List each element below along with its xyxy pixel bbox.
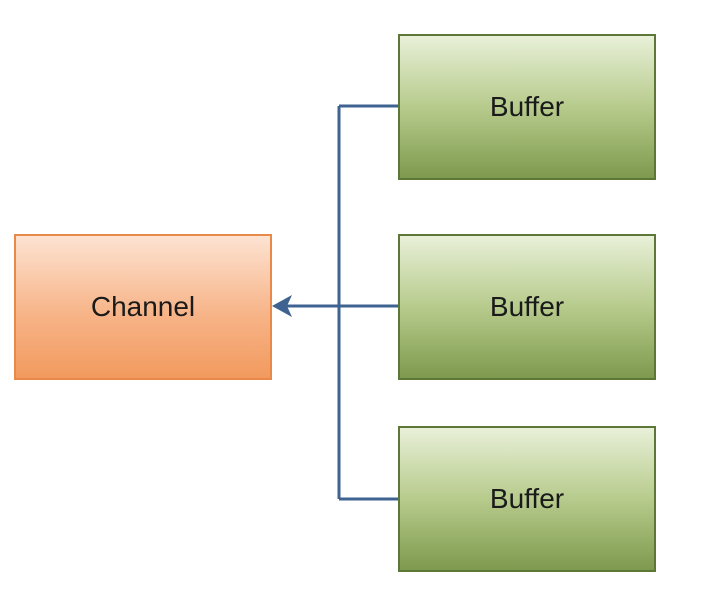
buffer-box-3: Buffer [398,426,656,572]
channel-box: Channel [14,234,272,380]
buffer-label: Buffer [489,483,565,514]
arrowhead [272,295,292,317]
buffer-label: Buffer [489,291,565,322]
buffer-label: Buffer [489,91,565,122]
buffer-box-1: Buffer [398,34,656,180]
channel-label: Channel [90,291,196,322]
buffer-box-2: Buffer [398,234,656,380]
